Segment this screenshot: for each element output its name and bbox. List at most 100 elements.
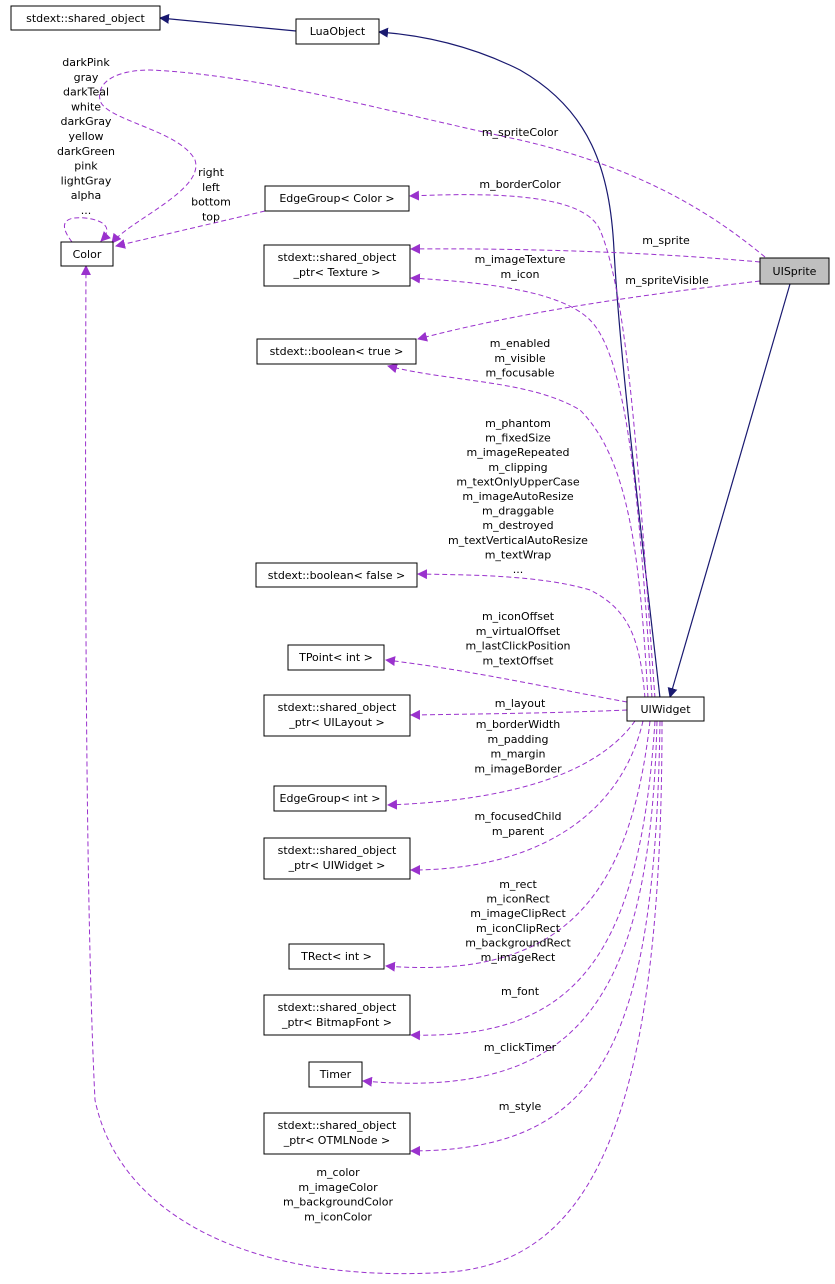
edge-image-texture: [410, 273, 653, 699]
label-line: m_backgroundRect: [465, 936, 571, 949]
label-layout: m_layout: [495, 697, 546, 710]
label-border-color: m_borderColor: [479, 178, 561, 191]
svg-text:stdext::shared_object: stdext::shared_object: [278, 844, 397, 857]
svg-text:_ptr< UIWidget >: _ptr< UIWidget >: [288, 859, 386, 872]
node-color[interactable]: Color: [60, 241, 114, 267]
label-line: darkPink: [62, 56, 110, 69]
label-line: m_focusedChild: [474, 810, 561, 823]
edge-color-self-loop: [63, 217, 111, 243]
svg-text:EdgeGroup< Color >: EdgeGroup< Color >: [279, 192, 394, 205]
label-line: darkGray: [61, 115, 112, 128]
edge-style: [410, 720, 661, 1156]
edge-trect: [385, 720, 651, 972]
label-line: m_imageBorder: [474, 762, 562, 775]
svg-text:stdext::shared_object: stdext::shared_object: [278, 1119, 397, 1132]
node-shared-object-ptr-bitmapfont[interactable]: stdext::shared_object _ptr< BitmapFont >: [263, 994, 411, 1036]
label-line: m_imageTexture: [475, 253, 566, 266]
label-line: m_imageClipRect: [470, 907, 566, 920]
svg-text:EdgeGroup< int >: EdgeGroup< int >: [280, 792, 381, 805]
node-shared-object-ptr-uiwidget[interactable]: stdext::shared_object _ptr< UIWidget >: [263, 837, 411, 880]
node-trect-int[interactable]: TRect< int >: [288, 943, 385, 970]
label-line: m_textOnlyUpperCase: [456, 475, 580, 488]
label-line: m_backgroundColor: [283, 1196, 393, 1209]
svg-text:stdext::boolean< true >: stdext::boolean< true >: [270, 345, 404, 358]
node-edgegroup-int[interactable]: EdgeGroup< int >: [273, 785, 387, 812]
label-line: m_padding: [488, 733, 549, 746]
edge-uiwidget-to-luaobject: [378, 27, 661, 699]
label-line: darkTeal: [63, 86, 109, 99]
edge-click-timer: [362, 720, 658, 1087]
node-shared-object-ptr-uilayout[interactable]: stdext::shared_object _ptr< UILayout >: [263, 694, 411, 737]
svg-text:TPoint< int >: TPoint< int >: [298, 651, 373, 664]
edge-luaobject-to-shared-object: [159, 13, 297, 32]
svg-text:Color: Color: [73, 248, 102, 261]
label-line: m_parent: [492, 825, 545, 838]
node-edgegroup-color[interactable]: EdgeGroup< Color >: [264, 185, 410, 212]
node-luaobject[interactable]: LuaObject: [295, 18, 380, 45]
label-line: ...: [513, 563, 524, 576]
label-line: right: [198, 166, 225, 179]
node-timer[interactable]: Timer: [308, 1061, 363, 1088]
node-uiwidget[interactable]: UIWidget: [626, 696, 705, 722]
node-shared-object-ptr-texture[interactable]: stdext::shared_object _ptr< Texture >: [263, 244, 411, 287]
svg-text:_ptr< OTMLNode >: _ptr< OTMLNode >: [283, 1134, 390, 1147]
label-line: m_textWrap: [485, 548, 552, 561]
nodes: stdext::shared_object LuaObject Color Ed…: [10, 5, 830, 1155]
label-line: m_visible: [494, 352, 546, 365]
label-line: m_iconOffset: [482, 610, 555, 623]
label-line: m_imageRect: [481, 951, 556, 964]
edge-edgegroup-int: [387, 720, 636, 810]
label-line: m_color: [316, 1166, 360, 1179]
edge-uisprite-to-uiwidget: [667, 283, 791, 698]
label-line: m_imageAutoResize: [462, 490, 573, 503]
svg-text:stdext::shared_object: stdext::shared_object: [278, 1001, 397, 1014]
label-line: darkGreen: [57, 145, 115, 158]
node-boolean-false[interactable]: stdext::boolean< false >: [255, 562, 418, 588]
edge-color-members: [80, 265, 663, 1275]
label-line: gray: [74, 71, 99, 84]
label-line: m_icon: [500, 268, 539, 281]
svg-text:stdext::shared_object: stdext::shared_object: [26, 12, 145, 25]
label-bool-true-members: m_enabled m_visible m_focusable: [485, 337, 554, 380]
edge-sprite: [410, 243, 761, 263]
label-line: ...: [81, 204, 92, 217]
node-boolean-true[interactable]: stdext::boolean< true >: [256, 338, 417, 365]
edge-border-color: [409, 190, 656, 699]
label-line: m_clipping: [488, 461, 547, 474]
edge-layout: [410, 709, 628, 720]
label-sprite-color: m_spriteColor: [482, 126, 559, 139]
label-font: m_font: [501, 985, 540, 998]
label-line: m_iconColor: [304, 1210, 372, 1223]
label-line: m_destroyed: [482, 519, 553, 532]
svg-text:TRect< int >: TRect< int >: [300, 950, 372, 963]
label-line: m_iconRect: [486, 893, 550, 906]
svg-text:LuaObject: LuaObject: [310, 25, 366, 38]
label-line: m_draggable: [482, 505, 554, 518]
edge-tpoint: [385, 656, 628, 703]
label-image-texture: m_imageTexture m_icon: [475, 253, 566, 281]
label-line: m_iconClipRect: [476, 922, 561, 935]
node-shared-object-ptr-otmlnode[interactable]: stdext::shared_object _ptr< OTMLNode >: [263, 1112, 411, 1155]
svg-text:stdext::shared_object: stdext::shared_object: [278, 251, 397, 264]
svg-text:_ptr< Texture >: _ptr< Texture >: [292, 266, 380, 279]
svg-text:UISprite: UISprite: [773, 265, 817, 278]
edge-font: [410, 720, 656, 1041]
edge-edgegroup-color-to-color: [115, 210, 266, 249]
label-sprite: m_sprite: [642, 234, 690, 247]
label-click-timer: m_clickTimer: [484, 1041, 557, 1054]
node-tpoint-int[interactable]: TPoint< int >: [287, 644, 385, 671]
node-shared-object[interactable]: stdext::shared_object: [10, 5, 161, 31]
label-line: pink: [74, 160, 98, 173]
svg-text:Timer: Timer: [319, 1068, 352, 1081]
node-uisprite[interactable]: UISprite: [759, 257, 830, 285]
edges: [63, 13, 791, 1275]
label-line: m_enabled: [490, 337, 550, 350]
label-line: m_focusable: [485, 367, 554, 380]
svg-text:_ptr< BitmapFont >: _ptr< BitmapFont >: [281, 1016, 392, 1029]
label-line: m_imageColor: [298, 1181, 378, 1194]
